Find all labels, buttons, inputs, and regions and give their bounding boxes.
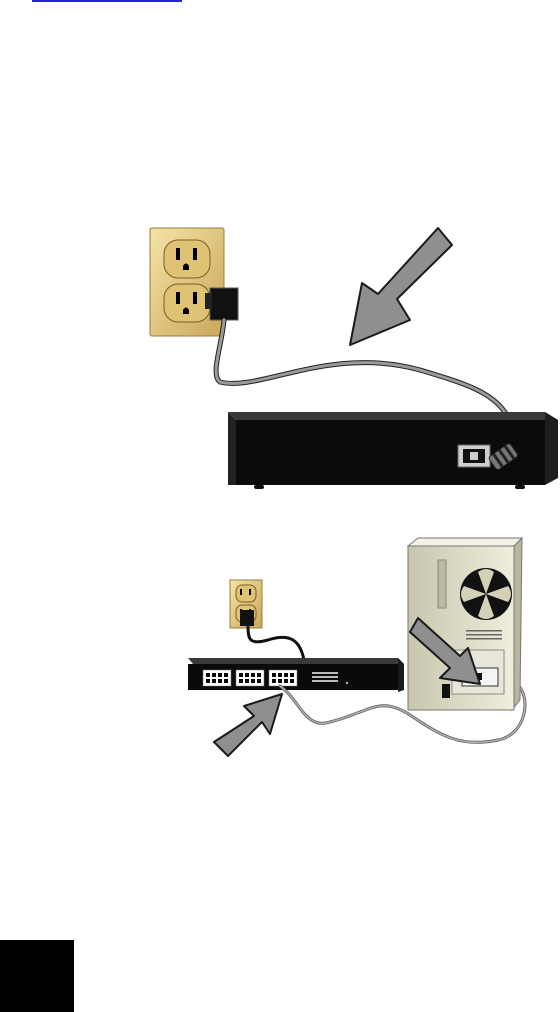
switch-icon bbox=[188, 658, 404, 692]
arrow-icon bbox=[214, 694, 282, 756]
page-tab bbox=[0, 940, 74, 1012]
figure-power-connection bbox=[150, 228, 558, 489]
ac-adapter-icon bbox=[205, 288, 238, 320]
arrow-icon bbox=[350, 228, 452, 345]
ac-adapter-icon bbox=[240, 610, 254, 626]
switch-icon bbox=[228, 412, 558, 489]
figure-network-connection bbox=[188, 538, 525, 756]
ethernet-ports bbox=[203, 670, 297, 686]
